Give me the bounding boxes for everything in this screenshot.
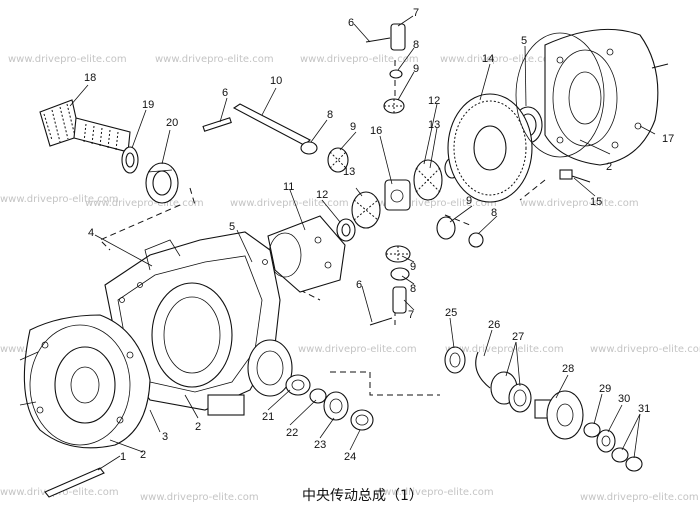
callout-5: 5 <box>229 221 235 233</box>
part-14-ring-gear <box>447 93 533 203</box>
part-12-spacers <box>336 218 356 242</box>
watermark: www.drivepro-elite.com <box>230 198 349 209</box>
part-19-washer <box>121 146 139 174</box>
callout-7: 7 <box>413 7 419 19</box>
callout-2: 2 <box>195 421 201 433</box>
callout-5: 5 <box>521 35 527 47</box>
callout-labels: 1 2 2 2 3 4 5 5 6 6 6 7 7 8 8 8 8 9 9 9 … <box>84 7 674 463</box>
callout-6: 6 <box>356 279 362 291</box>
part-4-main-housing <box>104 231 293 416</box>
callout-8: 8 <box>327 109 333 121</box>
callout-9: 9 <box>410 261 416 273</box>
callout-12: 12 <box>428 95 440 107</box>
part-17-housing <box>515 28 669 166</box>
callout-29: 29 <box>599 383 611 395</box>
side-gears <box>300 69 484 281</box>
callout-27: 27 <box>512 331 524 343</box>
callout-18: 18 <box>84 72 96 84</box>
callout-14: 14 <box>482 53 494 65</box>
callout-12: 12 <box>316 189 328 201</box>
watermark: www.drivepro-elite.com <box>375 487 494 498</box>
callout-1: 1 <box>120 451 126 463</box>
watermark: www.drivepro-elite.com <box>590 344 700 355</box>
callout-24: 24 <box>344 451 356 463</box>
parts-21-24 <box>285 374 374 431</box>
part-7-pins <box>365 23 407 326</box>
pinion-shaft <box>39 99 131 153</box>
callout-6: 6 <box>348 17 354 29</box>
watermark: www.drivepro-elite.com <box>520 198 639 209</box>
callout-30: 30 <box>618 393 630 405</box>
callout-20: 20 <box>166 117 178 129</box>
callout-31: 31 <box>638 403 650 415</box>
callout-3: 3 <box>162 431 168 443</box>
callout-4: 4 <box>88 227 94 239</box>
callout-21: 21 <box>262 411 274 423</box>
callout-8: 8 <box>491 207 497 219</box>
callout-7: 7 <box>408 309 414 321</box>
watermark: www.drivepro-elite.com <box>580 492 699 503</box>
callout-25: 25 <box>445 307 457 319</box>
diagram-caption: 中央传动总成（1） <box>302 488 423 504</box>
watermark: www.drivepro-elite.com <box>155 54 274 65</box>
callout-15: 15 <box>590 196 602 208</box>
callout-9: 9 <box>413 63 419 75</box>
part-1-bolt <box>44 467 105 498</box>
callout-9: 9 <box>350 121 356 133</box>
part-16-spider <box>384 179 411 211</box>
callout-2: 2 <box>606 161 612 173</box>
callout-16: 16 <box>370 125 382 137</box>
callout-19: 19 <box>142 99 154 111</box>
callout-28: 28 <box>562 363 574 375</box>
parts-25-31 <box>444 346 643 472</box>
callout-2: 2 <box>140 449 146 461</box>
part-3-left-housing <box>19 314 151 449</box>
callout-23: 23 <box>314 439 326 451</box>
watermark: www.drivepro-elite.com <box>85 198 204 209</box>
part-13-gears <box>351 157 460 229</box>
watermark: www.drivepro-elite.com <box>445 344 564 355</box>
callout-11: 11 <box>283 181 294 193</box>
callout-26: 26 <box>488 319 500 331</box>
watermark: www.drivepro-elite.com <box>298 344 417 355</box>
callout-22: 22 <box>286 427 298 439</box>
watermark: www.drivepro-elite.com <box>0 194 119 205</box>
watermark: www.drivepro-elite.com <box>8 54 127 65</box>
part-11-case <box>267 215 346 293</box>
part-20-bearing <box>145 162 179 204</box>
leader-lines <box>69 15 656 471</box>
callout-8: 8 <box>413 39 419 51</box>
callout-13: 13 <box>428 119 440 131</box>
watermark: www.drivepro-elite.com <box>378 198 497 209</box>
watermark: www.drivepro-elite.com <box>140 492 259 503</box>
cross-shaft <box>202 103 311 146</box>
part-15-bolt <box>559 169 591 183</box>
callout-17: 17 <box>662 133 674 145</box>
callout-8: 8 <box>410 283 416 295</box>
callout-10: 10 <box>270 75 282 87</box>
callout-6: 6 <box>222 87 228 99</box>
watermark: www.drivepro-elite.com <box>300 54 419 65</box>
callout-9: 9 <box>466 195 472 207</box>
watermark: www.drivepro-elite.com <box>440 54 559 65</box>
callout-13: 13 <box>343 166 355 178</box>
